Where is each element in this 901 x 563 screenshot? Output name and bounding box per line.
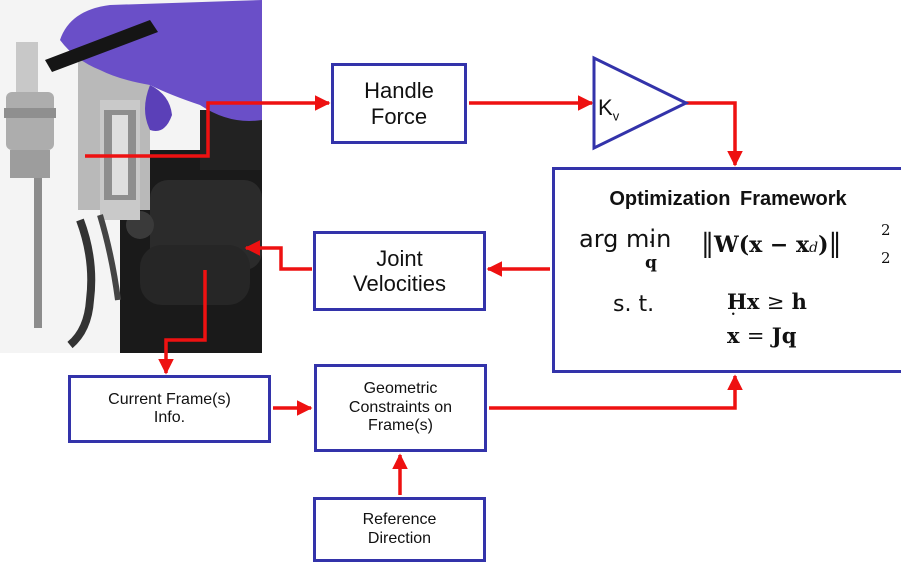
current-frame-block: Current Frame(s) Info.: [68, 375, 271, 443]
optimization-title: Optimization Framework: [609, 188, 847, 210]
arrow-geometric-to-optimization: [489, 374, 743, 410]
objective-variable: q: [645, 240, 657, 274]
robot-photo: [0, 0, 262, 353]
objective-expression: ‖W(x − xd)‖: [701, 229, 842, 259]
handle-force-block: Handle Force: [331, 63, 467, 144]
objective: arg min: [579, 225, 672, 253]
joint-velocities-block: Joint Velocities: [313, 231, 486, 311]
reference-direction-block: Reference Direction: [313, 497, 486, 562]
gain-label: Kv: [598, 95, 620, 124]
optimization-framework-block: Optimization Framework arg min q ‖W(x − …: [552, 167, 901, 373]
geometric-constraints-block: Geometric Constraints on Frame(s): [314, 364, 487, 452]
constraint-label: s. t.: [613, 292, 655, 317]
arrow-robot-to-current: [158, 270, 207, 375]
arrow-photo-to-handle: [85, 95, 331, 158]
arrow-joint-to-robot: [244, 240, 312, 271]
gain-triangle: [592, 55, 690, 151]
arrow-gain-to-optimization: [686, 101, 743, 167]
norm-subscript: 2: [881, 249, 891, 267]
norm-exponent: 2: [881, 221, 891, 239]
constraint-2: x = Jq: [727, 310, 796, 348]
